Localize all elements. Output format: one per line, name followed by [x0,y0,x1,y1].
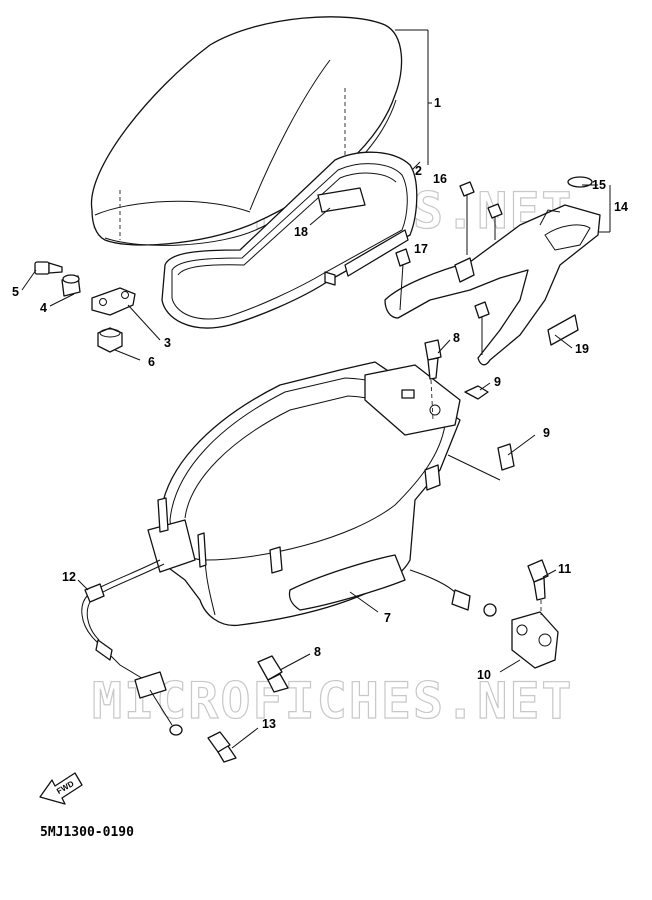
label-19 [547,314,579,346]
callout-8-top: 8 [453,331,460,345]
callout-2: 2 [415,164,422,178]
leader-lines [21,29,611,749]
nut-9a [464,385,489,400]
seat-lock-cable [81,559,497,736]
hinge-bolt-5 [34,261,63,275]
callout-labels: 1 2 3 4 5 6 7 8 8 9 9 10 11 12 13 14 15 … [12,96,628,731]
callout-4: 4 [40,301,47,315]
callout-17: 17 [414,242,428,256]
bolt-8-top [424,339,442,380]
screw-13 [207,731,237,763]
bolt-8-bottom [257,655,289,693]
bolt-17b [474,301,490,355]
callout-9-top: 9 [494,375,501,389]
bolt-16 [459,181,475,255]
nut-9b [497,443,515,471]
callout-6: 6 [148,355,155,369]
rear-carrier [384,204,601,366]
callout-11: 11 [558,562,571,576]
bolt-11 [527,559,549,601]
collar-4 [61,274,81,297]
callout-7: 7 [384,611,391,625]
callout-3: 3 [164,336,171,350]
callout-12: 12 [62,570,76,584]
drawing-code: 5MJ1300-0190 [40,825,134,840]
callout-13: 13 [262,717,276,731]
callout-1: 1 [434,96,441,110]
callout-8-bottom: 8 [314,645,321,659]
seat [90,16,403,246]
hinge-3 [91,287,136,316]
bolt-17 [395,248,411,311]
callout-10: 10 [477,668,491,682]
callout-16: 16 [433,172,447,186]
bolt-16b [487,203,503,240]
callout-15: 15 [592,178,606,192]
callout-14: 14 [614,200,628,214]
fwd-arrow: FWD [39,772,83,805]
callout-18: 18 [294,225,308,239]
seat-lock-10 [511,611,559,669]
label-18 [317,187,366,213]
helmet-box [147,361,461,627]
callout-5: 5 [12,285,19,299]
callout-9-bottom: 9 [543,426,550,440]
callout-19: 19 [575,342,589,356]
watermark-bottom: MICROFICHES.NET [92,672,574,730]
nut-6 [97,327,123,353]
